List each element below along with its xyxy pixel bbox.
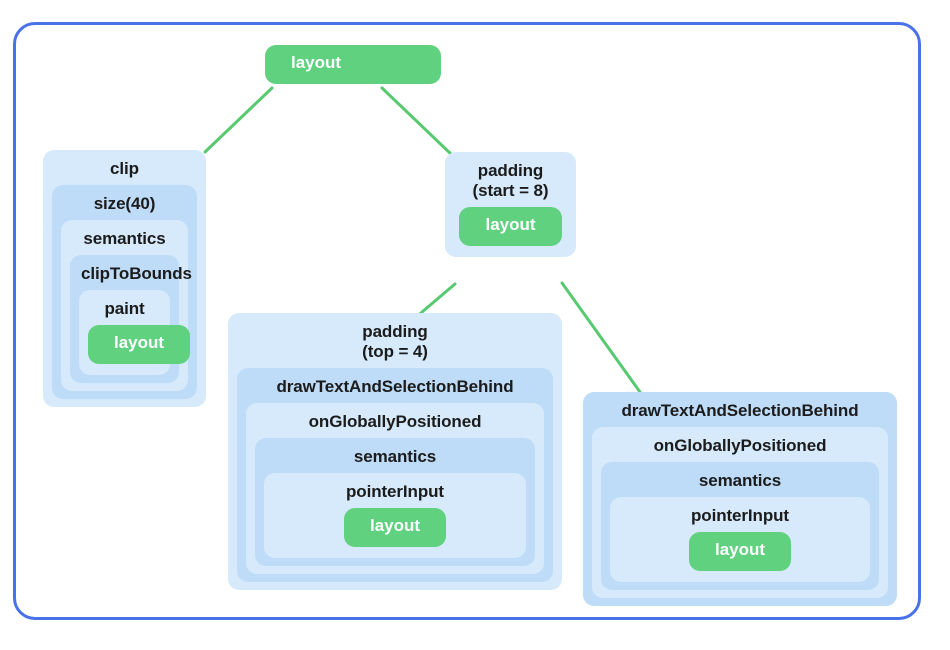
node-cliptobounds[interactable]: clipToBounds paint layout (70, 255, 192, 384)
node-clip[interactable]: clip size(40) semantics clipToBounds pai… (43, 150, 206, 408)
node-pointerinput[interactable]: pointerInput layout (264, 473, 526, 559)
node-leaf-layout[interactable]: layout (688, 532, 792, 572)
node-pointerinput[interactable]: pointerInput layout (610, 497, 870, 583)
node-padding-start[interactable]: padding (start = 8) layout (445, 152, 576, 258)
node-label: paint (104, 299, 145, 319)
node-label: semantics (83, 229, 166, 249)
node-label: onGloballyPositioned (653, 436, 827, 456)
node-label: size(40) (93, 194, 156, 214)
node-root-layout[interactable]: layout (265, 45, 441, 84)
node-label: clipToBounds (81, 264, 192, 284)
node-label: layout (485, 215, 536, 235)
node-ongloballypositioned[interactable]: onGloballyPositioned semantics pointerIn… (246, 403, 544, 575)
node-label: drawTextAndSelectionBehind (621, 401, 859, 420)
node-label: layout (114, 333, 165, 353)
node-label: onGloballyPositioned (308, 412, 482, 432)
node-label: clip (110, 159, 139, 178)
node-leaf-layout[interactable]: layout (459, 207, 562, 247)
node-size-40[interactable]: size(40) semantics clipToBounds paint la… (52, 185, 197, 400)
node-drawtextandselectionbehind[interactable]: drawTextAndSelectionBehind onGloballyPos… (237, 368, 553, 583)
spacer (454, 246, 567, 249)
node-label: semantics (698, 471, 782, 491)
node-ongloballypositioned[interactable]: onGloballyPositioned semantics pointerIn… (592, 427, 888, 599)
spacer (88, 364, 161, 367)
spacer (273, 547, 517, 550)
node-drawtextandselectionbehind-right[interactable]: drawTextAndSelectionBehind onGloballyPos… (583, 392, 897, 607)
node-label: semantics (353, 447, 437, 467)
node-label: pointerInput (346, 482, 444, 502)
node-leaf-layout[interactable]: layout (88, 325, 191, 365)
node-semantics[interactable]: semantics pointerInput layout (601, 462, 879, 591)
node-label: layout (714, 540, 766, 560)
node-label: layout (369, 516, 421, 536)
node-label: drawTextAndSelectionBehind (276, 377, 514, 397)
node-label: pointerInput (691, 506, 789, 526)
node-padding-top[interactable]: padding (top = 4) drawTextAndSelectionBe… (228, 313, 562, 591)
node-label: padding (start = 8) (472, 161, 549, 201)
node-label: padding (top = 4) (362, 322, 428, 362)
node-semantics[interactable]: semantics pointerInput layout (255, 438, 535, 567)
node-leaf-layout[interactable]: layout (343, 508, 447, 548)
node-semantics[interactable]: semantics clipToBounds paint layout (61, 220, 192, 392)
node-label: layout (291, 53, 342, 72)
node-paint[interactable]: paint layout (79, 290, 191, 376)
spacer (619, 571, 861, 574)
